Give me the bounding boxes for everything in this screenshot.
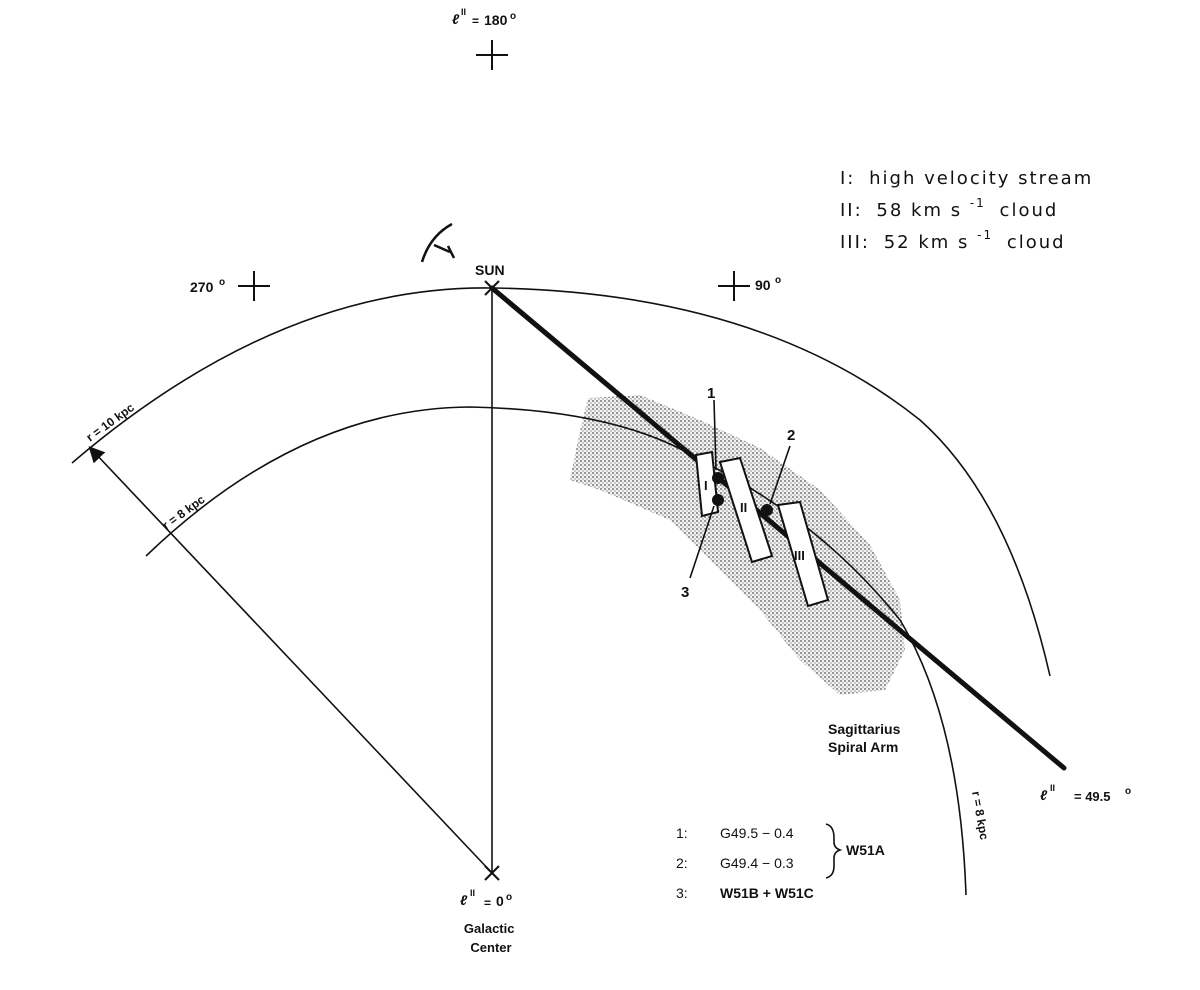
circle-r10 (71, 287, 1051, 677)
svg-text:II: II (470, 888, 475, 898)
svg-text:II: II (1050, 783, 1055, 793)
crosshair-90 (718, 271, 750, 301)
radius-label-r8: r = 8 kpc (160, 492, 208, 532)
group-label: W51A (846, 842, 885, 858)
cloud-II (718, 456, 774, 564)
cloud-label-III: III (794, 548, 805, 563)
svg-text:=: = (472, 14, 479, 28)
point-label-2: 2 (787, 427, 795, 444)
point-label-1: 1 (707, 385, 715, 402)
svg-text:0: 0 (496, 893, 504, 909)
point-label-3: 3 (681, 584, 689, 601)
svg-text:1:: 1: (676, 825, 688, 841)
sun-label: SUN (475, 262, 505, 278)
legend-row-II: II: 58 km s -1 cloud (840, 191, 1058, 221)
svg-text:ℓ: ℓ (452, 11, 460, 27)
svg-text:G49.5 − 0.4: G49.5 − 0.4 (720, 825, 794, 841)
label-l49: ℓ II = 49.5 o (1040, 783, 1131, 804)
label-l0: ℓ II = 0 o (460, 888, 512, 910)
svg-text:= 49.5: = 49.5 (1074, 789, 1111, 804)
svg-text:2:: 2: (676, 855, 688, 871)
svg-text:o: o (506, 892, 512, 903)
svg-text:=: = (484, 896, 491, 910)
svg-text:G49.4 − 0.3: G49.4 − 0.3 (720, 855, 794, 871)
svg-text:180: 180 (484, 12, 508, 28)
svg-text:o: o (775, 275, 781, 286)
svg-text:o: o (1125, 786, 1131, 797)
source-point-2 (761, 504, 773, 516)
svg-text:90: 90 (755, 277, 771, 293)
label-l270: 270 o (190, 277, 225, 295)
cloud-label-I: I (704, 478, 708, 493)
svg-text:W51B + W51C: W51B + W51C (720, 885, 814, 901)
svg-text:3:: 3: (676, 885, 688, 901)
brace (825, 823, 843, 879)
crosshair-270 (238, 271, 270, 301)
svg-text:o: o (510, 11, 516, 22)
source-point-3 (712, 494, 724, 506)
svg-text:o: o (219, 277, 225, 288)
svg-text:270: 270 (190, 279, 214, 295)
telescope-icon (420, 222, 456, 263)
galactic-center-label: Galactic Center (464, 921, 518, 955)
cloud-III (776, 500, 830, 608)
svg-text:II: II (461, 7, 466, 17)
galactic-center-marker (484, 865, 500, 881)
sagittarius-arm-region (570, 395, 905, 695)
label-l90: 90 o (755, 275, 781, 293)
radius-label-r8-right: r = 8 kpc (969, 790, 991, 841)
sagittarius-label: Sagittarius Spiral Arm (828, 721, 904, 755)
crosshair-180 (476, 40, 508, 70)
sun-marker (484, 280, 500, 296)
sources-legend: 1: G49.5 − 0.4 2: G49.4 − 0.3 3: W51B + … (676, 823, 885, 901)
svg-text:ℓ: ℓ (460, 892, 468, 908)
legend-row-I: I: high velocity stream (840, 168, 1093, 189)
cloud-label-II: II (740, 500, 747, 515)
line-of-sight (489, 285, 1067, 771)
label-l180: ℓ II = 180 o (452, 7, 516, 28)
legend-row-III: III: 52 km s -1 cloud (840, 223, 1066, 253)
radius-arrow (88, 446, 493, 874)
pointer-3 (689, 505, 715, 579)
pointer-2 (769, 445, 791, 505)
source-point-1 (712, 472, 724, 484)
svg-text:ℓ: ℓ (1040, 787, 1048, 803)
cloud-legend: I: high velocity stream II: 58 km s -1 c… (840, 168, 1093, 253)
pointer-1 (713, 399, 717, 471)
radius-label-r10: r = 10 kpc (84, 400, 138, 444)
